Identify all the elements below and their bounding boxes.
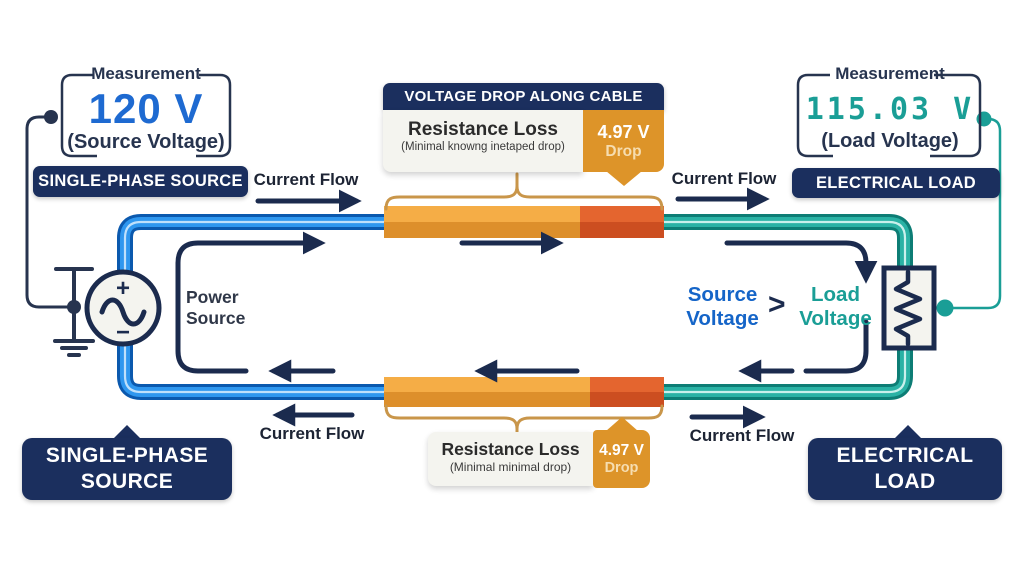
power-source-label: Power Source [186, 287, 246, 328]
load-resistor-symbol [881, 265, 937, 351]
minus-symbol: − [116, 319, 130, 346]
blue-wire [117, 214, 385, 400]
source-voltage-caption: (Source Voltage) [67, 131, 225, 153]
bottom-drop-pointer [606, 417, 638, 431]
bottom-resistance-loss-box: Resistance Loss (Minimal minimal drop) [428, 432, 593, 486]
bottom-left-badge-pointer [112, 425, 142, 440]
voltage-drop-header: VOLTAGE DROP ALONG CABLE [383, 83, 664, 110]
load-measurement-label: Measurement [835, 64, 945, 83]
source-voltage-value: 120 V [88, 85, 204, 132]
load-probe-dot-bottom [936, 299, 954, 317]
current-flow-label-top-right: Current Flow [671, 169, 777, 188]
sine-wave-icon [99, 297, 147, 327]
bottom-right-badge-pointer [893, 425, 923, 440]
top-drop-value: 4.97 V [597, 121, 650, 142]
top-drop-pointer [606, 171, 642, 186]
current-loop-arrows [175, 231, 878, 383]
electrical-load-badge-bottom: ELECTRICAL LOAD [808, 438, 1002, 500]
current-flow-label-bottom-left: Current Flow [259, 424, 365, 443]
bottom-drop-tag: 4.97 V Drop [593, 430, 650, 488]
electrical-load-badge-top: ELECTRICAL LOAD [792, 168, 1000, 198]
current-flow-arrows [255, 187, 770, 429]
top-loss-title: Resistance Loss [408, 119, 558, 140]
top-loss-subtitle: (Minimal knowng inetaped drop) [401, 141, 565, 153]
single-phase-source-badge-top: SINGLE-PHASE SOURCE [33, 166, 248, 197]
source-probe-dot-top [44, 110, 58, 124]
source-measurement-label: Measurement [91, 64, 201, 83]
comparison-load-voltage: Load Voltage [799, 283, 872, 330]
bottom-drop-label: Drop [604, 460, 639, 476]
top-drop-tag: 4.97 V Drop [583, 110, 664, 172]
bottom-loss-subtitle: (Minimal minimal drop) [449, 460, 572, 474]
load-probe-wire [945, 117, 1002, 310]
cable-braces [384, 172, 664, 439]
top-cable [384, 206, 664, 238]
comparison-operator: > [768, 288, 786, 321]
current-flow-label-bottom-right: Current Flow [689, 426, 795, 445]
single-phase-source-badge-bottom: SINGLE-PHASE SOURCE [22, 438, 232, 500]
top-resistance-loss-box: Resistance Loss (Minimal knowng inetaped… [383, 110, 583, 172]
source-probe-wire [25, 115, 72, 309]
bottom-loss-title: Resistance Loss [441, 439, 580, 459]
load-voltage-caption: (Load Voltage) [821, 130, 959, 152]
bottom-drop-value: 4.97 V [599, 442, 644, 459]
load-voltage-value: 115.03 V [805, 92, 975, 127]
load-measurement-bracket [796, 73, 982, 158]
top-drop-label: Drop [605, 142, 642, 160]
source-measurement-bracket [60, 73, 232, 158]
plus-symbol: + [116, 275, 130, 302]
bottom-cable [384, 377, 664, 407]
current-flow-label-top-left: Current Flow [253, 170, 359, 189]
comparison-source-voltage: Source Voltage [686, 283, 759, 330]
ac-source-symbol: + − [84, 269, 162, 347]
ground-symbol [53, 267, 95, 357]
